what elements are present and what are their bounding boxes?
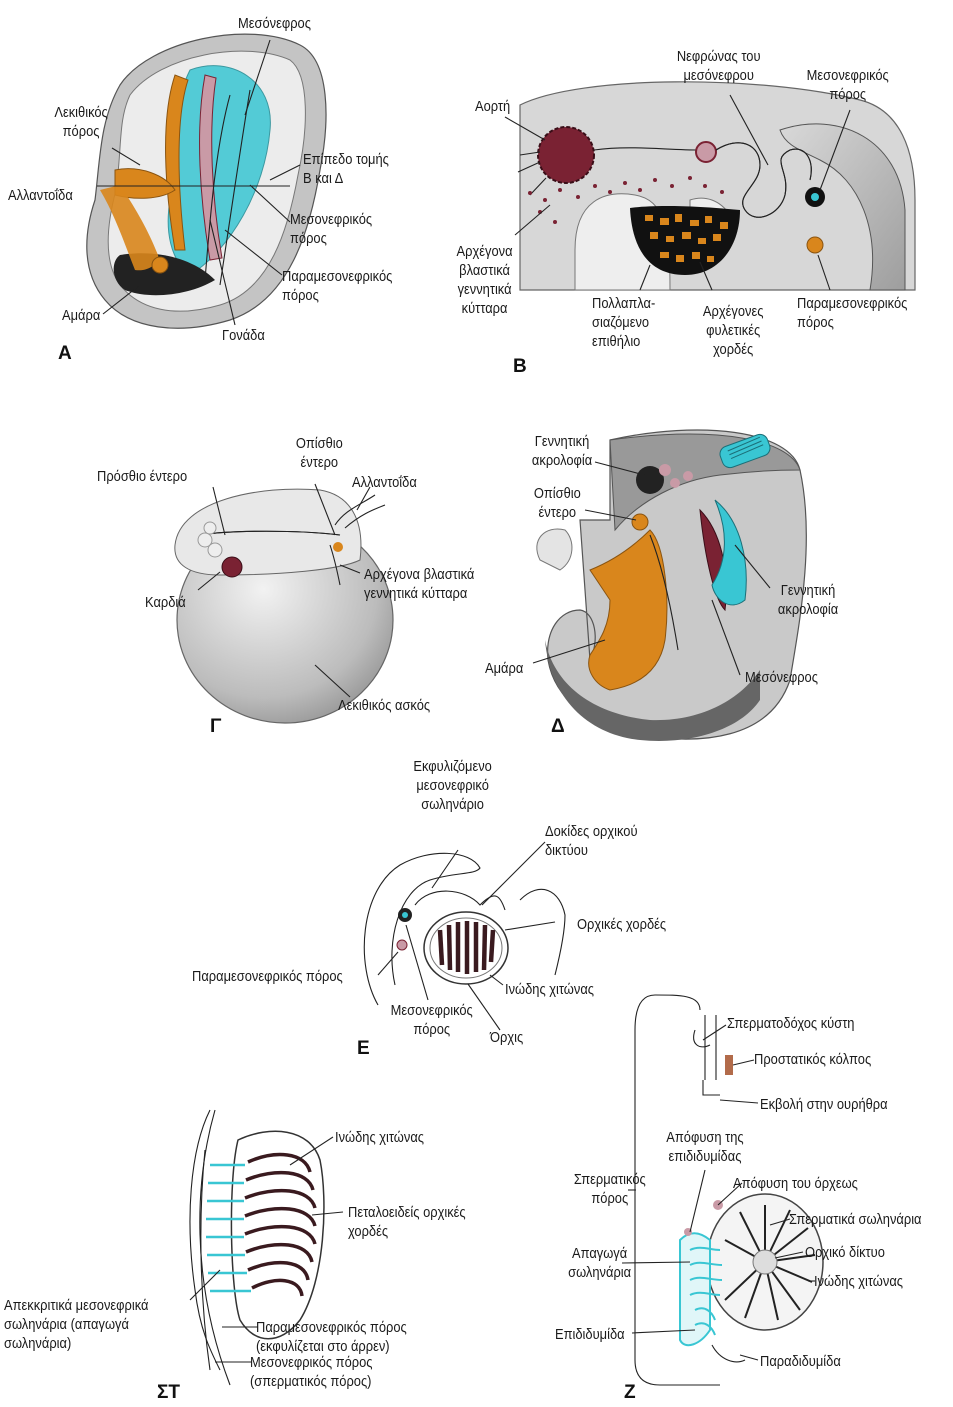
label-f-excretory-tubules: Απεκκριτικά μεσονεφρικά σωληνάρια (απαγω… — [4, 1296, 149, 1353]
label-d-cloaca: Αμάρα — [485, 659, 523, 678]
label-c-foregut: Πρόσθιο έντερο — [97, 467, 187, 486]
panel-letter-c: Γ — [210, 716, 221, 738]
label-b-epithelium: Πολλαπλα- σιαζόμενο επιθήλιο — [592, 294, 655, 351]
label-e-testis: Όρχις — [490, 1028, 523, 1047]
panel-letter-a: Α — [58, 343, 72, 365]
label-b-sex-cords: Αρχέγονες φυλετικές χορδές — [703, 302, 764, 359]
label-d-mesonephros: Μεσόνεφρος — [745, 668, 818, 687]
panel-letter-e: Ε — [357, 1038, 370, 1060]
label-g-efferent-ducts: Απαγωγά σωληνάρια — [568, 1244, 631, 1282]
panel-b-drawing — [518, 82, 915, 290]
label-e-mesonephric-duct: Μεσονεφρικός πόρος — [391, 1001, 473, 1039]
label-g-tunica: Ινώδης χιτώνας — [814, 1272, 903, 1291]
label-c-germ-cells: Αρχέγονα βλαστικά γεννητικά κύτταρα — [364, 565, 474, 603]
label-a-mesonephric-duct: Μεσονεφρικός πόρος — [290, 210, 372, 248]
label-f-mesonephric-duct: Μεσονεφρικός πόρος (σπερματικός πόρος) — [250, 1353, 372, 1391]
label-g-seminiferous-tubules: Σπερματικά σωληνάρια — [789, 1210, 922, 1229]
panel-letter-b: Β — [513, 356, 527, 378]
label-g-rete-testis: Ορχικό δίκτυο — [805, 1243, 885, 1262]
label-a-allantois: Αλλαντοΐδα — [8, 186, 73, 205]
label-d-hindgut: Οπίσθιο έντερο — [534, 484, 581, 522]
label-b-nephron: Νεφρώνας του μεσόνεφρου — [677, 47, 761, 85]
label-a-yolk-duct: Λεκιθικός πόρος — [54, 103, 107, 141]
label-a-section-plane: Επίπεδο τομής Β και Δ — [303, 150, 389, 188]
label-e-degenerating-tubule: Εκφυλιζόμενο μεσονεφρικό σωληνάριο — [413, 757, 491, 814]
panel-d-drawing — [537, 430, 807, 741]
label-g-vas-deferens: Σπερματικός πόρος — [574, 1170, 646, 1208]
label-b-primordial-germ-cells: Αρχέγονα βλαστικά γεννητικά κύτταρα — [457, 242, 513, 318]
label-a-mesonephros: Μεσόνεφρος — [238, 14, 311, 33]
label-b-aorta: Αορτή — [475, 97, 510, 116]
label-e-paramesonephric-duct: Παραμεσονεφρικός πόρος — [192, 967, 343, 986]
label-f-paramesonephric-duct: Παραμεσονεφρικός πόρος (εκφυλίζεται στο … — [256, 1318, 407, 1356]
panel-letter-g: Ζ — [624, 1382, 636, 1404]
panel-c-drawing — [175, 489, 393, 723]
label-g-epididymis: Επιδιδυμίδα — [555, 1325, 625, 1344]
label-a-paramesonephric-duct: Παραμεσονεφρικός πόρος — [282, 267, 392, 305]
label-e-testis-cords: Ορχικές χορδές — [577, 915, 666, 934]
panel-letter-d: Δ — [551, 716, 565, 738]
label-g-appendix-testis: Απόφυση του όρχεως — [733, 1174, 858, 1193]
label-g-appendix-epididymis: Απόφυση της επιδιδυμίδας — [666, 1128, 743, 1166]
label-g-urethra-opening: Εκβολή στην ουρήθρα — [760, 1095, 888, 1114]
label-d-genital-ridge-top: Γεννητική ακρολοφία — [532, 432, 592, 470]
label-e-rete-trabeculae: Δοκίδες ορχικού δικτύου — [545, 822, 638, 860]
label-c-hindgut: Οπίσθιο έντερο — [296, 434, 343, 472]
label-b-paramesonephric-duct: Παραμεσονεφρικός πόρος — [797, 294, 907, 332]
label-a-gonad: Γονάδα — [222, 326, 265, 345]
label-g-prostatic-utricle: Προστατικός κόλπος — [754, 1050, 871, 1069]
label-c-yolk-sac: Λεκιθικός ασκός — [338, 696, 430, 715]
panel-letter-f: ΣΤ — [157, 1382, 180, 1404]
label-b-mesonephric-duct: Μεσονεφρικός πόρος — [807, 66, 889, 104]
label-g-paradidymis: Παραδιδυμίδα — [760, 1352, 841, 1371]
label-c-heart: Καρδιά — [145, 593, 186, 612]
label-e-tunica: Ινώδης χιτώνας — [505, 980, 594, 999]
label-a-cloaca: Αμάρα — [62, 306, 100, 325]
label-d-genital-ridge: Γεννητική ακρολοφία — [778, 581, 838, 619]
label-f-tunica: Ινώδης χιτώνας — [335, 1128, 424, 1147]
label-f-horseshoe-cords: Πεταλοειδείς ορχικές χορδές — [348, 1203, 466, 1241]
label-g-seminal-vesicle: Σπερματοδόχος κύστη — [727, 1014, 854, 1033]
label-c-allantois: Αλλαντοΐδα — [352, 473, 417, 492]
